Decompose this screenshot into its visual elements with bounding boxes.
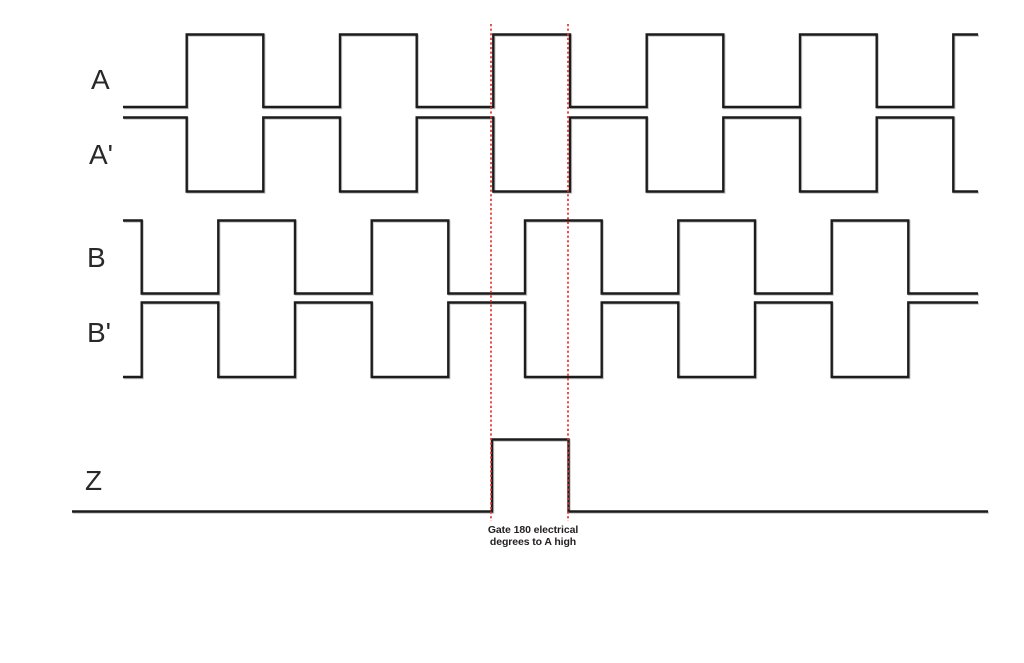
gate-caption-line2: degrees to A high xyxy=(489,536,577,548)
waveform-trace-z xyxy=(72,438,988,513)
signal-label-b: B xyxy=(87,242,106,273)
signal-label-b-prime: B' xyxy=(87,317,112,348)
waveform-trace-a xyxy=(123,33,978,109)
waveform-trace-b xyxy=(123,219,978,295)
waveform-trace-b-prime xyxy=(123,301,978,379)
gate-caption-line1: Gate 180 electrical xyxy=(487,524,579,536)
waveform-trace-a-prime xyxy=(123,116,978,193)
signal-label-a-prime: A' xyxy=(89,139,114,170)
signal-label-z: Z xyxy=(85,465,103,496)
gate-caption: Gate 180 electrical degrees to A high xyxy=(488,524,578,548)
signal-label-a: A xyxy=(91,64,110,95)
